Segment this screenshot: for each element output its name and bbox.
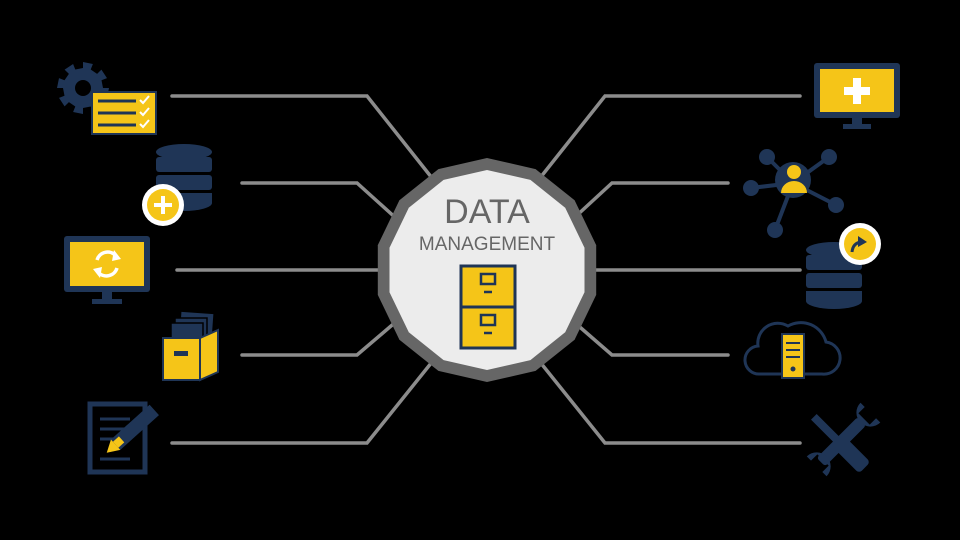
user-network-icon bbox=[743, 149, 844, 238]
hub: DATA MANAGEMENT bbox=[377, 158, 597, 382]
monitor-add-icon bbox=[814, 63, 900, 129]
database-add-icon bbox=[142, 144, 212, 226]
connector-right-2 bbox=[572, 181, 730, 220]
monitor-sync-icon bbox=[64, 236, 150, 304]
connector-right-1 bbox=[538, 94, 802, 180]
connector-right-4 bbox=[572, 320, 730, 357]
connector-left-5 bbox=[170, 360, 434, 445]
connector-right-5 bbox=[538, 360, 802, 445]
connector-left-1 bbox=[170, 94, 434, 180]
database-upload-icon bbox=[806, 223, 881, 309]
cloud-server-icon bbox=[743, 321, 842, 379]
gear-hole bbox=[75, 80, 91, 96]
hub-title: DATA bbox=[444, 193, 530, 231]
gear-checklist-icon bbox=[57, 62, 157, 135]
connector-left-4 bbox=[240, 318, 400, 357]
hub-subtitle: MANAGEMENT bbox=[419, 234, 556, 255]
tools-icon bbox=[806, 402, 881, 477]
filing-cabinet-icon bbox=[459, 264, 517, 350]
connectors bbox=[170, 94, 802, 445]
file-box-icon bbox=[162, 311, 219, 382]
document-edit-icon bbox=[87, 401, 159, 475]
connector-left-2 bbox=[240, 181, 400, 222]
